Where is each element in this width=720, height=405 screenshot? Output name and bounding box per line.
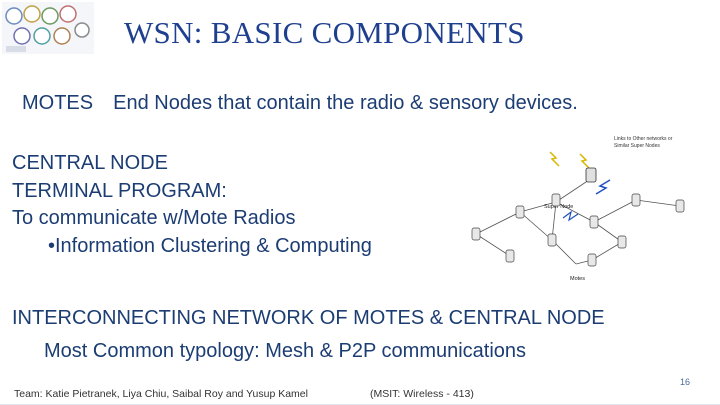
- central-node-section: CENTRAL NODE TERMINAL PROGRAM: To commun…: [12, 150, 372, 260]
- logo-icon: [2, 2, 94, 54]
- slide-title: WSN: BASIC COMPONENTS: [124, 15, 525, 50]
- footer-team: Team: Katie Pietranek, Liya Chiu, Saibal…: [14, 388, 308, 400]
- interconnect-heading: INTERCONNECTING NETWORK OF MOTES & CENTR…: [12, 307, 605, 329]
- legend-text: Links to Other networks or: [614, 136, 673, 142]
- motes-label: Motes: [570, 276, 585, 282]
- lightning-icon: [549, 151, 560, 167]
- mote-icon: [515, 205, 525, 219]
- mote-icon: [551, 193, 561, 207]
- lightning-icon: [595, 179, 611, 195]
- network-diagram: Links to Other networks or Similar Super…: [468, 130, 690, 290]
- motes-description: End Nodes that contain the radio & senso…: [113, 92, 578, 114]
- terminal-program-label: TERMINAL PROGRAM:: [12, 179, 227, 202]
- mote-icon: [675, 199, 685, 213]
- super-node-icon: [585, 167, 597, 183]
- interconnect-subtext: Most Common typology: Mesh & P2P communi…: [44, 340, 527, 362]
- lightning-icon: [579, 153, 590, 169]
- footer-course: (MSIT: Wireless - 413): [370, 388, 474, 400]
- motes-line: MOTES End Nodes that contain the radio & …: [22, 92, 578, 115]
- mote-icon: [547, 233, 557, 247]
- mote-icon: [617, 235, 627, 249]
- central-node-heading: CENTRAL NODE: [12, 152, 168, 174]
- mote-icon: [471, 227, 481, 241]
- legend-text: Similar Super Nodes: [614, 143, 660, 149]
- mote-icon: [589, 215, 599, 229]
- communicate-line: To communicate w/Mote Radios: [12, 207, 296, 229]
- mote-icon: [505, 249, 515, 263]
- super-node-label: Super Node: [544, 204, 573, 210]
- motes-label: MOTES: [22, 92, 94, 114]
- page-number: 16: [680, 377, 691, 387]
- mote-icon: [631, 193, 641, 207]
- bullet-clustering: •Information Clustering & Computing: [48, 234, 372, 257]
- mote-icon: [587, 253, 597, 267]
- lightning-icon: [562, 210, 579, 222]
